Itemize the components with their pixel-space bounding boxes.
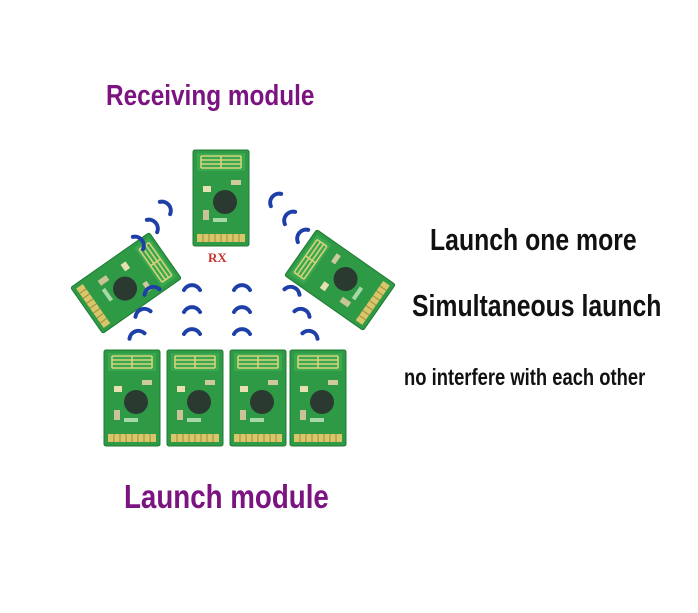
signal-wave-icon bbox=[182, 305, 202, 314]
signal-wave-icon bbox=[292, 304, 314, 319]
right-tilted-module bbox=[283, 228, 397, 332]
rx-label: RX bbox=[208, 250, 227, 265]
signal-wave-icon bbox=[157, 196, 176, 217]
feature-text-launch-one-more: Launch one more bbox=[430, 222, 637, 257]
signal-wave-icon bbox=[125, 326, 147, 341]
launch-module-2 bbox=[166, 349, 224, 447]
signal-wave-icon bbox=[182, 327, 202, 336]
signal-wave-icon bbox=[144, 214, 163, 235]
signal-wave-icon bbox=[279, 206, 298, 227]
feature-text-no-interfere: no interfere with each other bbox=[404, 364, 646, 390]
launch-module-title: Launch module bbox=[124, 478, 329, 515]
receiving-module-title: Receiving module bbox=[106, 80, 315, 112]
signal-wave-icon bbox=[232, 305, 252, 314]
signal-wave-icon bbox=[265, 188, 284, 209]
signal-wave-icon bbox=[232, 283, 252, 292]
launch-module-1 bbox=[103, 349, 161, 447]
signal-wave-icon bbox=[182, 283, 202, 292]
launch-module-4 bbox=[289, 349, 347, 447]
signal-wave-icon bbox=[282, 282, 304, 297]
feature-text-simultaneous-launch: Simultaneous launch bbox=[412, 288, 662, 323]
signal-wave-icon bbox=[292, 224, 311, 245]
launch-module-3 bbox=[229, 349, 287, 447]
left-tilted-module bbox=[69, 231, 183, 335]
receiver-module bbox=[192, 149, 250, 247]
signal-wave-icon bbox=[232, 327, 252, 336]
signal-wave-icon bbox=[300, 326, 322, 341]
